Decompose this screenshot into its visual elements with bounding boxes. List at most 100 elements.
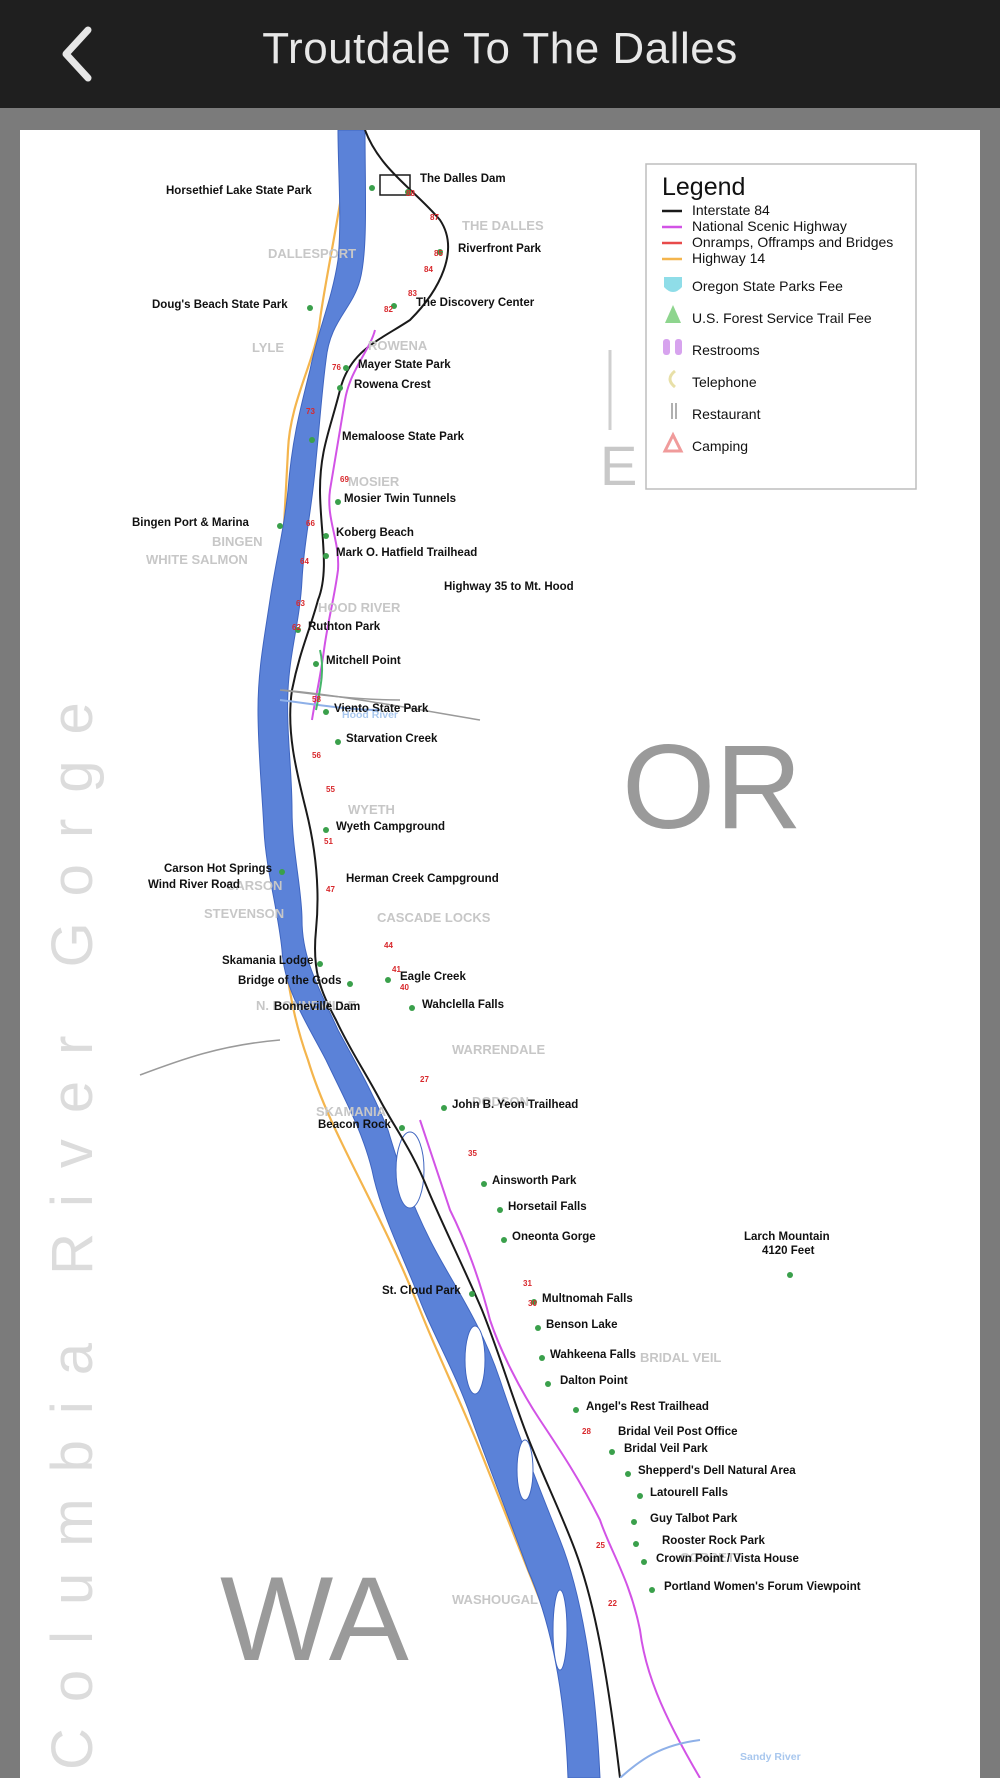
place-marker[interactable]: Bridal Veil Park: [609, 1443, 708, 1455]
town-label: BINGEN: [212, 534, 263, 549]
place-marker[interactable]: Memaloose State Park: [309, 431, 465, 443]
place-marker[interactable]: Rooster Rock Park: [633, 1535, 766, 1547]
place-dot: [391, 303, 397, 309]
place-marker[interactable]: Bridge of the Gods: [238, 975, 353, 987]
town-label: WASHOUGAL: [452, 1592, 538, 1607]
place-marker[interactable]: Bingen Port & Marina: [132, 517, 283, 529]
restaurant-icon: [671, 403, 677, 419]
place-marker[interactable]: Rowena Crest: [337, 379, 431, 391]
restroom-icon: [663, 339, 682, 355]
place-marker[interactable]: Wahclella Falls: [409, 999, 504, 1011]
place-marker[interactable]: Dalton Point: [545, 1375, 628, 1387]
gorge-map[interactable]: Columbia River Gorge WA OR E Legend Inte…: [20, 130, 980, 1778]
place-label: Rowena Crest: [354, 379, 431, 391]
exit-number: 82: [384, 305, 393, 314]
compass-letter: E: [600, 434, 637, 497]
place-dot: [313, 661, 319, 667]
place-marker[interactable]: Mosier Twin Tunnels: [335, 493, 456, 505]
exit-number: 56: [312, 751, 321, 760]
place-marker[interactable]: Wind River Road: [148, 879, 240, 891]
exit-number: 28: [582, 1427, 591, 1436]
place-marker[interactable]: Crown Point / Vista House: [641, 1553, 799, 1565]
place-marker[interactable]: Starvation Creek: [335, 733, 438, 745]
place-marker[interactable]: Bonneville Dam: [274, 1001, 360, 1013]
place-marker[interactable]: The Discovery Center: [391, 297, 535, 309]
sandy-river: [619, 1739, 701, 1778]
place-marker[interactable]: Eagle Creek: [385, 971, 466, 983]
place-marker[interactable]: Horsetail Falls: [497, 1201, 587, 1213]
place-dot: [497, 1207, 503, 1213]
place-marker[interactable]: John B. Yeon Trailhead: [441, 1099, 578, 1111]
place-label: Larch Mountain: [744, 1231, 830, 1243]
legend-item: Restrooms: [663, 339, 760, 358]
place-marker[interactable]: Herman Creek Campground: [346, 873, 499, 885]
place-dot: [535, 1325, 541, 1331]
place-marker[interactable]: Shepperd's Dell Natural Area: [625, 1465, 796, 1477]
place-label: The Dalles Dam: [420, 173, 506, 185]
map-view[interactable]: Columbia River Gorge WA OR E Legend Inte…: [20, 130, 980, 1778]
wind-river-road: [139, 1039, 281, 1076]
town-label: DALLESPORT: [268, 246, 356, 261]
exit-number: 88: [406, 189, 415, 198]
place-dot: [539, 1355, 545, 1361]
exit-number: 22: [608, 1599, 617, 1608]
place-label: Mark O. Hatfield Trailhead: [336, 547, 477, 559]
place-marker[interactable]: Multnomah Falls: [531, 1293, 633, 1305]
place-marker[interactable]: Benson Lake: [535, 1319, 618, 1331]
place-marker[interactable]: Larch Mountain: [744, 1231, 830, 1243]
place-marker[interactable]: Riverfront Park: [437, 243, 542, 255]
exit-number: 31: [523, 1279, 532, 1288]
place-marker[interactable]: Doug's Beach State Park: [152, 299, 313, 311]
place-marker[interactable]: Beacon Rock: [318, 1119, 405, 1131]
town-label: CASCADE LOCKS: [377, 910, 491, 925]
place-marker[interactable]: 4120 Feet: [762, 1245, 815, 1278]
place-marker[interactable]: Mayer State Park: [343, 359, 451, 371]
exit-number: 84: [424, 265, 433, 274]
place-marker[interactable]: Oneonta Gorge: [501, 1231, 596, 1243]
exit-number: 62: [292, 623, 301, 632]
place-marker[interactable]: Latourell Falls: [637, 1487, 728, 1499]
place-label: Bonneville Dam: [274, 1001, 360, 1013]
place-marker[interactable]: Wyeth Campground: [323, 821, 445, 833]
legend-item-label: Interstate 84: [692, 202, 770, 218]
place-marker[interactable]: Angel's Rest Trailhead: [573, 1401, 709, 1413]
place-marker[interactable]: St. Cloud Park: [382, 1285, 475, 1297]
place-marker[interactable]: Carson Hot Springs: [164, 863, 285, 875]
place-dot: [531, 1299, 537, 1305]
place-marker[interactable]: Highway 35 to Mt. Hood: [444, 581, 574, 593]
place-marker[interactable]: Mitchell Point: [313, 655, 401, 667]
place-marker[interactable]: Horsethief Lake State Park: [166, 185, 375, 197]
place-marker[interactable]: Ainsworth Park: [481, 1175, 577, 1187]
place-dot: [469, 1291, 475, 1297]
town-label: WARRENDALE: [452, 1042, 545, 1057]
place-dot: [481, 1181, 487, 1187]
place-marker[interactable]: Koberg Beach: [323, 527, 414, 539]
town-label: DODSON: [472, 1094, 529, 1109]
white-salmon-road: [279, 689, 401, 701]
interstate-84: [289, 130, 621, 1778]
place-dot: [637, 1493, 643, 1499]
place-label: Bingen Port & Marina: [132, 517, 250, 529]
place-dot: [335, 499, 341, 505]
place-marker[interactable]: Bridal Veil Post Office: [618, 1426, 738, 1438]
place-label: Riverfront Park: [458, 243, 542, 255]
place-label: Skamania Lodge: [222, 955, 313, 967]
place-dot: [323, 553, 329, 559]
shield-icon: [664, 277, 682, 292]
place-marker[interactable]: Mark O. Hatfield Trailhead: [323, 547, 477, 559]
telephone-icon: [668, 369, 676, 389]
place-marker[interactable]: Viento State Park: [323, 703, 429, 715]
place-marker[interactable]: The Dalles Dam: [405, 173, 506, 195]
place-label: Crown Point / Vista House: [656, 1553, 799, 1565]
exit-number: 58: [312, 695, 321, 704]
place-marker[interactable]: Guy Talbot Park: [631, 1513, 738, 1525]
legend-item: National Scenic Highway: [662, 218, 847, 234]
place-dot: [309, 437, 315, 443]
place-marker[interactable]: Skamania Lodge: [222, 955, 323, 967]
place-marker[interactable]: Wahkeena Falls: [539, 1349, 636, 1361]
back-button[interactable]: [54, 22, 114, 86]
green-trail: [315, 649, 324, 711]
place-marker[interactable]: Ruthton Park: [295, 621, 381, 633]
place-marker[interactable]: Portland Women's Forum Viewpoint: [649, 1581, 861, 1593]
river-label-sandy: Sandy River: [740, 1751, 801, 1763]
